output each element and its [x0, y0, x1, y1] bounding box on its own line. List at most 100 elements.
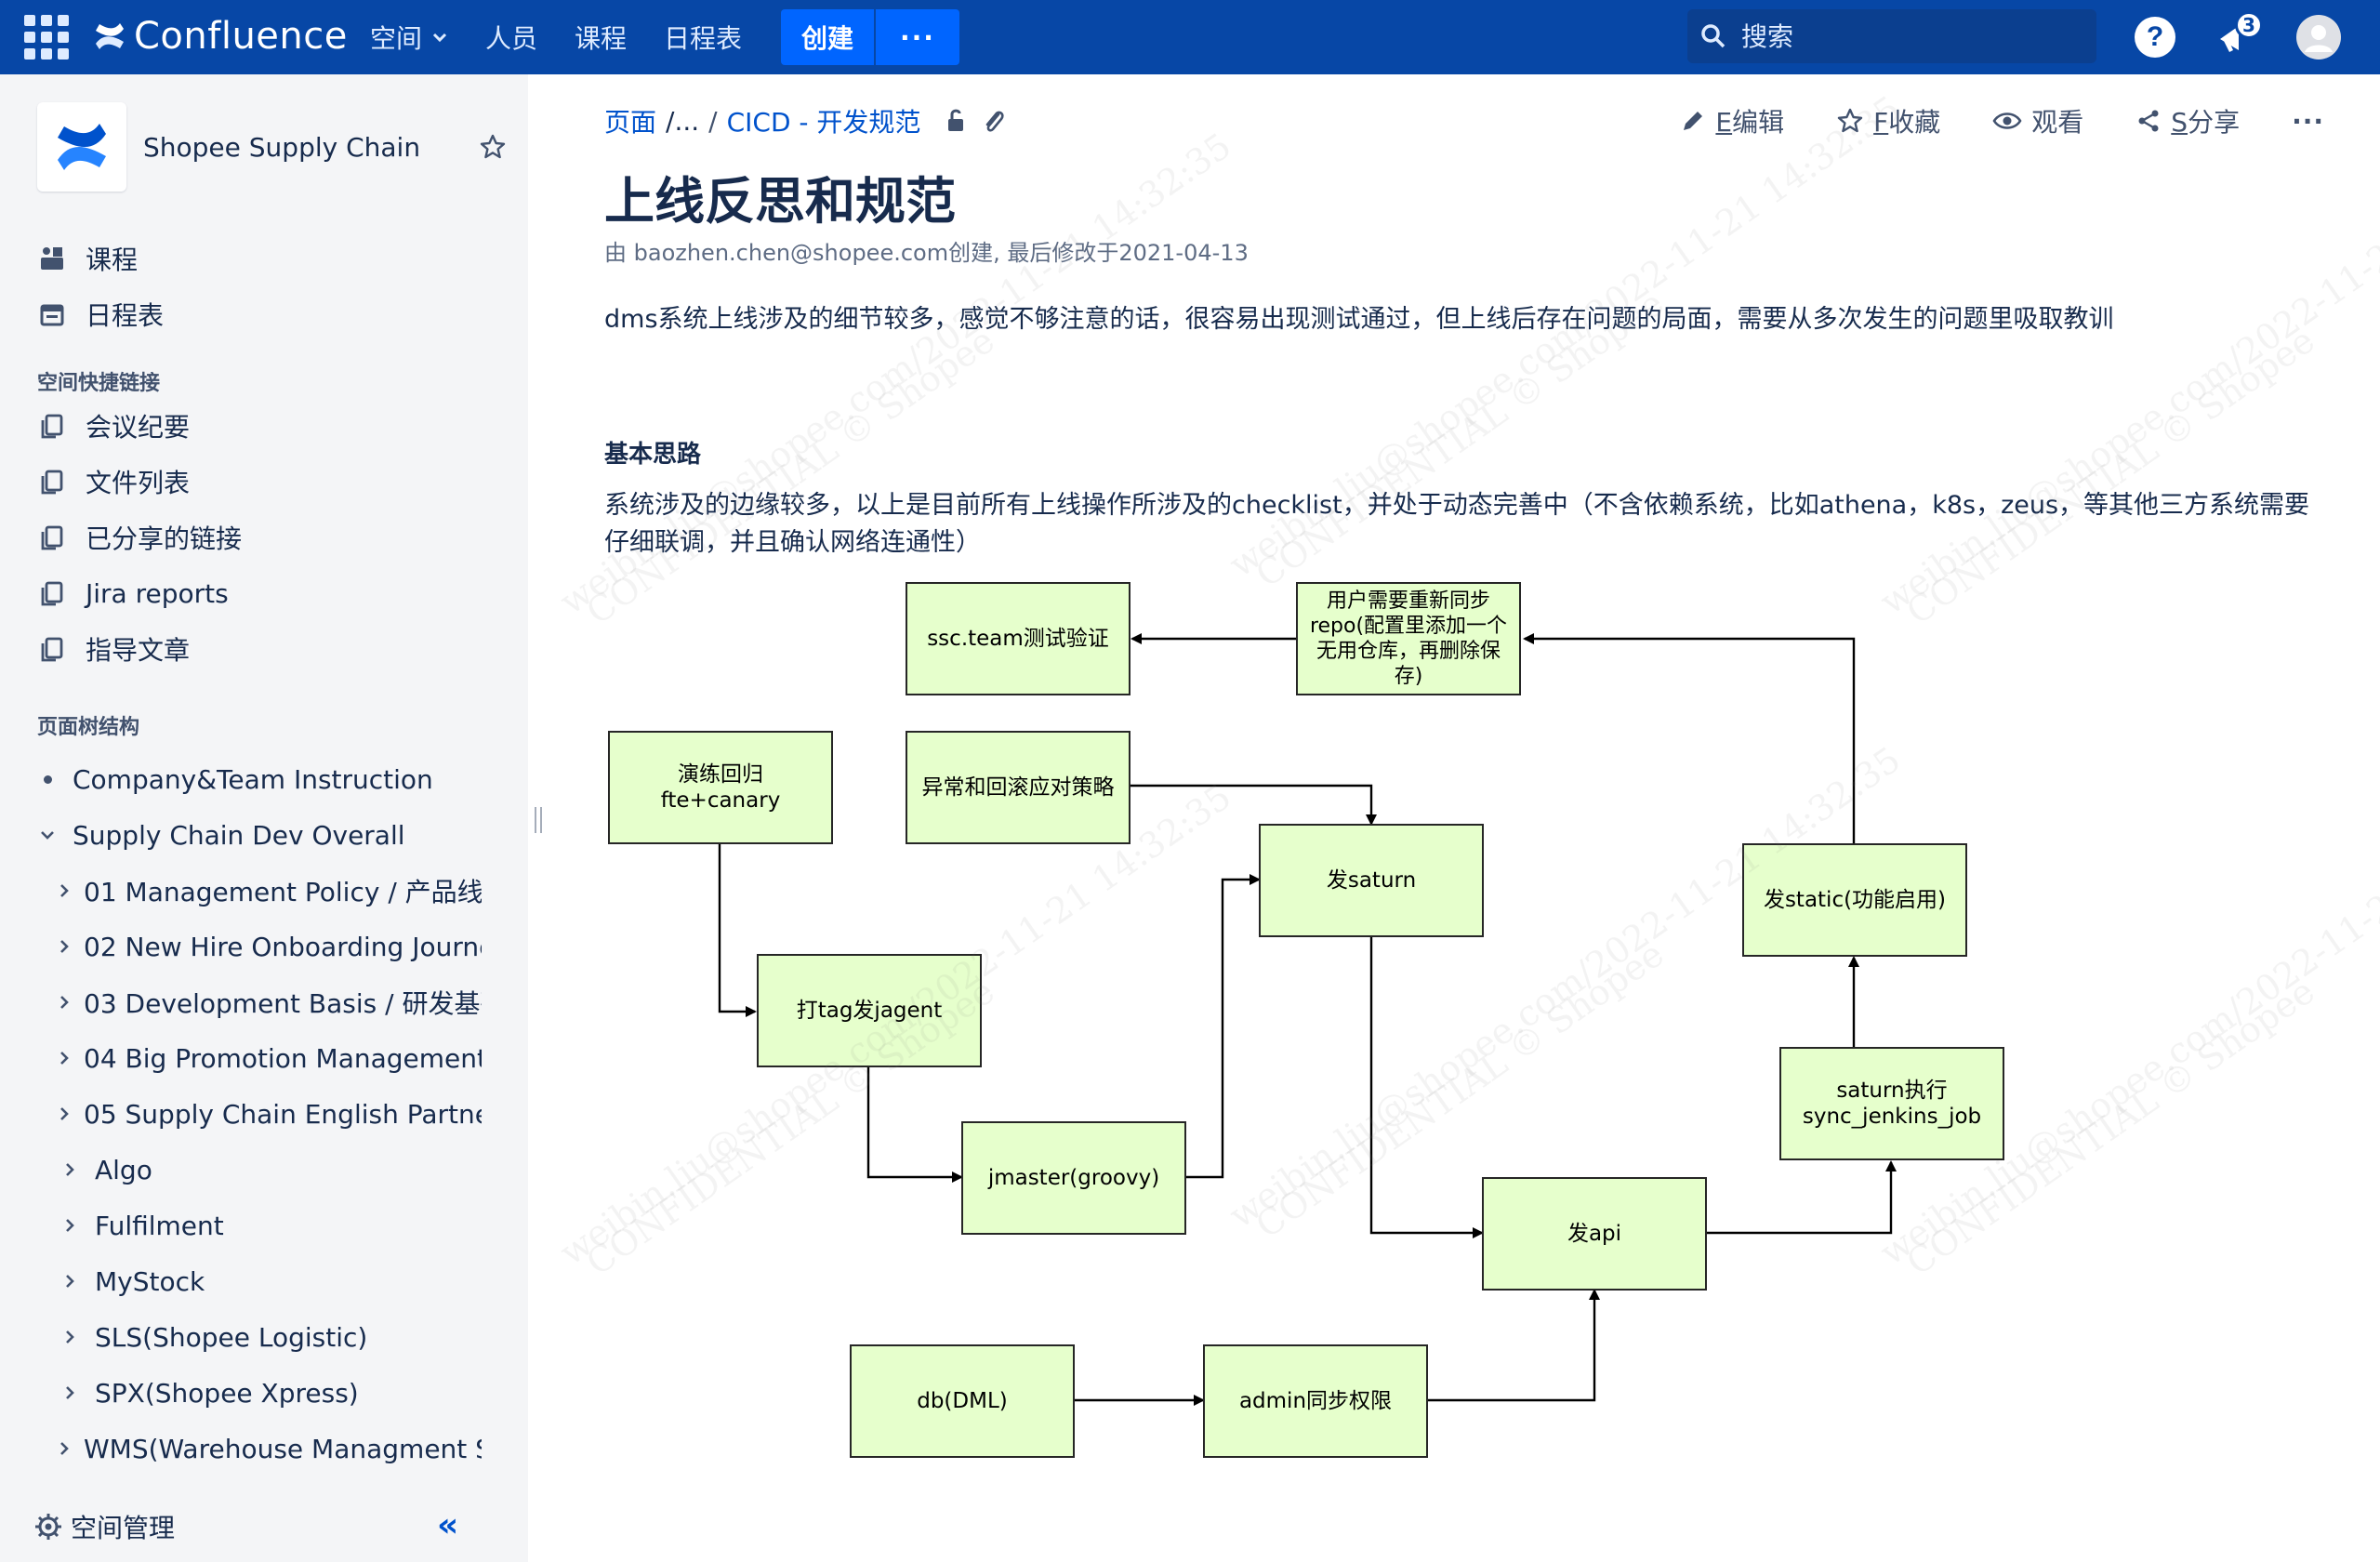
- page-copy-icon: [37, 578, 67, 608]
- favorite-button[interactable]: F收藏: [1836, 102, 1940, 139]
- tree-item-child[interactable]: MyStock: [56, 1261, 482, 1302]
- help-button[interactable]: ?: [2131, 13, 2179, 61]
- breadcrumb-root-link[interactable]: 页面: [604, 107, 657, 138]
- confluence-logo[interactable]: Confluence: [93, 13, 348, 60]
- search-box[interactable]: [1687, 9, 2096, 63]
- chevron-down-icon: [432, 33, 447, 43]
- sidebar-item-calendar[interactable]: 日程表: [37, 294, 164, 335]
- sidebar-item-courses[interactable]: 课程: [37, 238, 138, 279]
- tree-item-supply-chain-dev[interactable]: Supply Chain Dev Overall: [33, 814, 498, 855]
- share-label-group: S分享: [2171, 102, 2240, 139]
- watch-button[interactable]: 观看: [1992, 102, 2083, 139]
- chevron-right-icon[interactable]: [56, 1217, 84, 1234]
- node-tag-jagent[interactable]: 打tag发jagent: [757, 954, 982, 1067]
- page-content: 页面 /... / CICD - 开发规范 E编辑 F收藏 观看 S分享 ···: [528, 74, 2380, 1562]
- breadcrumb: 页面 /... / CICD - 开发规范: [604, 102, 1006, 139]
- chevron-right-icon[interactable]: [56, 1440, 73, 1457]
- chevron-right-icon[interactable]: [56, 1384, 84, 1401]
- chevron-right-icon[interactable]: [56, 1273, 84, 1290]
- breadcrumb-separator: /: [708, 105, 718, 137]
- tree-item-child[interactable]: 05 Supply Chain English Partner: [56, 1093, 482, 1134]
- paperclip-icon[interactable]: [980, 107, 1006, 135]
- tree-item-child[interactable]: Algo: [56, 1149, 482, 1190]
- unlock-icon[interactable]: [943, 107, 971, 135]
- node-static[interactable]: 发static(功能启用): [1742, 843, 1967, 957]
- edit-label: 编辑: [1732, 107, 1785, 138]
- tree-item-label: 04 Big Promotion Management /: [84, 1042, 482, 1074]
- tree-item-label: Fulfilment: [95, 1210, 224, 1241]
- sidebar-resize-handle[interactable]: [535, 807, 542, 833]
- star-space-button[interactable]: [474, 128, 511, 165]
- breadcrumb-parent-link[interactable]: CICD - 开发规范: [726, 107, 921, 138]
- brand-name: Confluence: [134, 15, 348, 58]
- shortcut-item[interactable]: 指导文章: [37, 629, 190, 669]
- node-api[interactable]: 发api: [1482, 1177, 1707, 1291]
- search-input[interactable]: [1741, 20, 2076, 52]
- create-more-button[interactable]: ···: [876, 9, 959, 65]
- node-saturn-jenkins[interactable]: saturn执行 sync_jenkins_job: [1779, 1047, 2004, 1160]
- node-ssc-test[interactable]: ssc.team测试验证: [906, 582, 1130, 695]
- node-rehearsal[interactable]: 演练回归 fte+canary: [608, 731, 833, 844]
- more-actions-button[interactable]: ···: [2292, 105, 2324, 137]
- avatar: [2296, 15, 2341, 60]
- chevron-down-icon[interactable]: [33, 827, 61, 843]
- edit-button[interactable]: E编辑: [1680, 102, 1784, 139]
- chevron-right-icon[interactable]: [56, 938, 73, 955]
- node-admin-sync[interactable]: admin同步权限: [1203, 1344, 1428, 1458]
- tree-item-label: SPX(Shopee Xpress): [95, 1377, 359, 1409]
- chevron-right-icon[interactable]: [56, 1329, 84, 1345]
- node-jmaster[interactable]: jmaster(groovy): [961, 1121, 1186, 1235]
- nav-people[interactable]: 人员: [485, 19, 537, 56]
- tree-item-child[interactable]: Fulfilment: [56, 1205, 482, 1246]
- nav-spaces-label: 空间: [370, 23, 423, 54]
- tree-item-child[interactable]: 01 Management Policy / 产品线管: [56, 870, 482, 911]
- node-saturn[interactable]: 发saturn: [1259, 824, 1484, 937]
- node-resync-repo[interactable]: 用户需要重新同步repo(配置里添加一个无用仓库，再删除保存): [1296, 582, 1521, 695]
- tree-item-company-team[interactable]: Company&Team Instruction: [33, 759, 498, 800]
- nav-courses[interactable]: 课程: [575, 19, 627, 56]
- page-byline: 由 baozhen.chen@shopee.com创建, 最后修改于2021-0…: [604, 240, 1249, 266]
- notifications-button[interactable]: 3: [2209, 11, 2263, 61]
- space-logo-icon: [58, 124, 106, 170]
- space-settings-label: 空间管理: [71, 1513, 176, 1543]
- create-button[interactable]: 创建: [781, 9, 874, 65]
- tree-item-child[interactable]: 04 Big Promotion Management /: [56, 1038, 482, 1079]
- chevron-right-icon[interactable]: [56, 1050, 73, 1066]
- search-icon: [1701, 24, 1726, 48]
- tree-item-child[interactable]: 02 New Hire Onboarding Journe: [56, 926, 482, 967]
- tree-item-child[interactable]: SLS(Shopee Logistic): [56, 1317, 482, 1357]
- chevron-right-icon[interactable]: [56, 994, 73, 1011]
- page-copy-icon: [37, 411, 67, 441]
- page-title: 上线反思和规范: [604, 172, 956, 231]
- app-switcher-icon[interactable]: [24, 15, 71, 61]
- chevron-right-icon[interactable]: [56, 882, 73, 899]
- tree-item-child[interactable]: WMS(Warehouse Managment Sy: [56, 1428, 482, 1469]
- sidebar-item-calendar-label: 日程表: [86, 300, 165, 331]
- shortcut-item[interactable]: 文件列表: [37, 461, 190, 502]
- space-logo[interactable]: [37, 102, 126, 192]
- shortcut-label: 指导文章: [86, 635, 191, 666]
- shortcut-item[interactable]: Jira reports: [37, 573, 229, 614]
- tree-item-child[interactable]: SPX(Shopee Xpress): [56, 1372, 482, 1413]
- gear-icon: [35, 1514, 61, 1540]
- shortcut-item[interactable]: 会议纪要: [37, 405, 190, 446]
- space-name[interactable]: Shopee Supply Chain: [143, 131, 421, 163]
- share-button[interactable]: S分享: [2135, 102, 2240, 139]
- shortcuts-heading: 空间快捷链接: [37, 372, 161, 395]
- shortcut-item[interactable]: 已分享的链接: [37, 517, 242, 558]
- node-rollback[interactable]: 异常和回滚应对策略: [906, 731, 1130, 844]
- nav-spaces[interactable]: 空间: [370, 19, 448, 56]
- profile-button[interactable]: [2294, 13, 2343, 61]
- shortcut-label: Jira reports: [86, 577, 229, 609]
- chevron-right-icon[interactable]: [56, 1161, 84, 1178]
- space-settings-link[interactable]: 空间管理: [33, 1504, 480, 1549]
- nav-calendar[interactable]: 日程表: [664, 19, 742, 56]
- collapse-sidebar-button[interactable]: «: [437, 1506, 459, 1544]
- notification-count-badge: 3: [2235, 11, 2263, 39]
- confluence-mark-icon: [96, 23, 124, 49]
- tree-item-child[interactable]: 03 Development Basis / 研发基础: [56, 982, 482, 1023]
- node-db-dml[interactable]: db(DML): [850, 1344, 1075, 1458]
- breadcrumb-ellipsis[interactable]: /...: [666, 105, 700, 137]
- chevron-right-icon[interactable]: [56, 1105, 73, 1122]
- tree-item-label: 02 New Hire Onboarding Journe: [84, 931, 482, 962]
